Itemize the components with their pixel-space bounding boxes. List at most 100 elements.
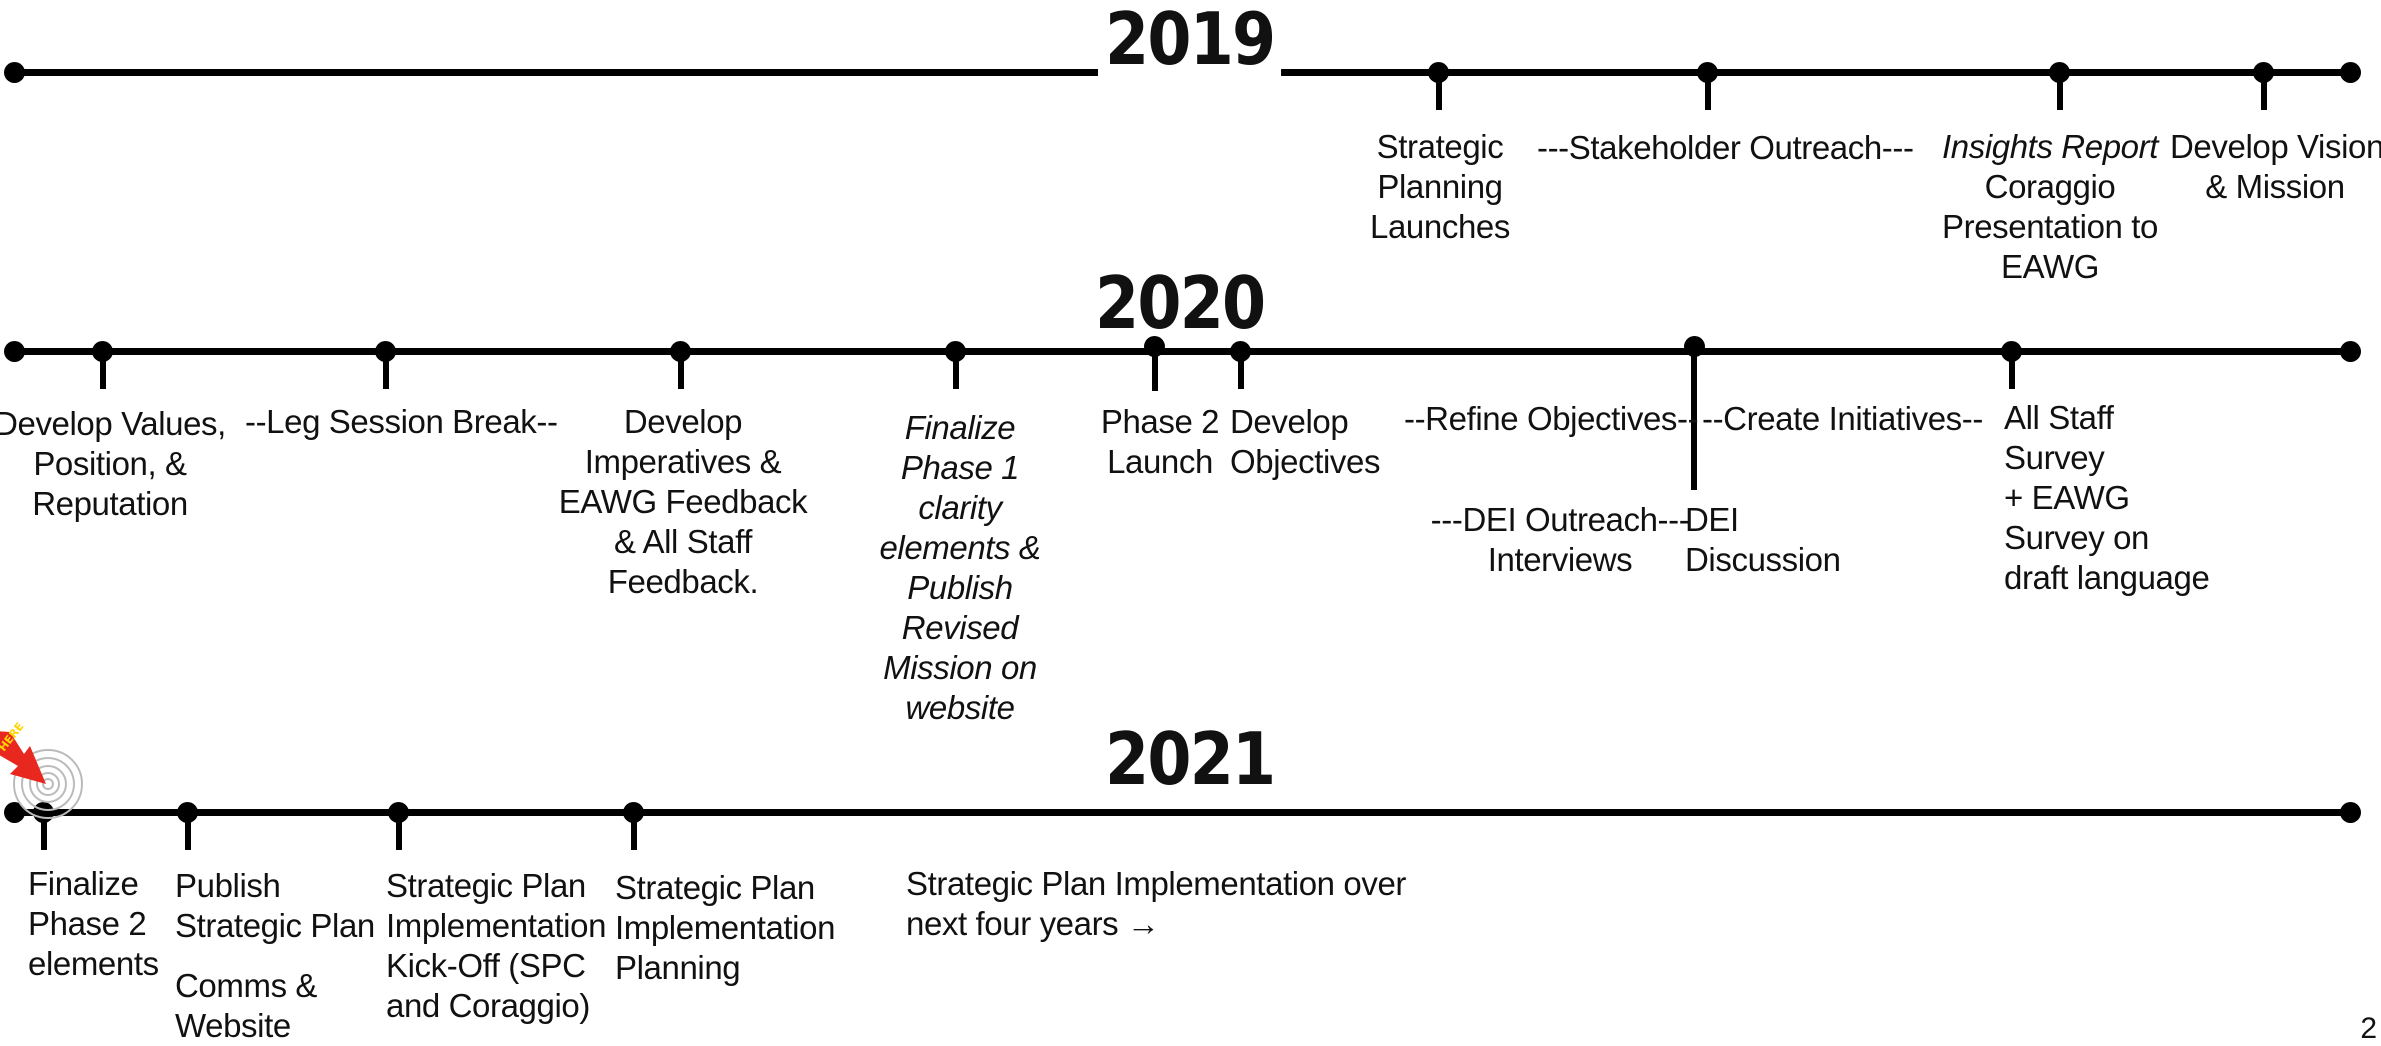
arrow-icon	[0, 731, 46, 784]
label-line: Strategic	[1376, 128, 1504, 165]
label-finalize-phase-1: Finalize Phase 1 clarity elements & Publ…	[860, 408, 1060, 728]
label-line: Coraggio	[1984, 168, 2116, 205]
label-line: EAWG	[2000, 248, 2099, 285]
label-line: Launches	[1370, 208, 1510, 245]
label-line: and Coraggio)	[386, 987, 590, 1024]
label-line: Survey on	[2004, 519, 2149, 556]
label-line: Strategic Plan	[386, 867, 586, 904]
label-publish-strategic-plan: Publish Strategic Plan	[175, 866, 375, 946]
label-finalize-phase-2: Finalize Phase 2 elements	[28, 864, 159, 984]
label-line: Objectives	[1230, 443, 1381, 480]
milestone-stem	[396, 812, 402, 850]
label-phase-2-launch: Phase 2 Launch	[1095, 402, 1225, 482]
milestone-stem	[185, 812, 191, 850]
target-icon	[13, 749, 83, 819]
timeline-2021-start-dot	[4, 802, 25, 823]
label-line: clarity	[918, 489, 1002, 526]
label-line: Phase 2	[28, 905, 147, 942]
milestone-stem	[953, 351, 959, 389]
you-are-here-marker: HERE	[0, 720, 83, 819]
label-create-initiatives: --Create Initiatives--	[1702, 400, 1983, 437]
label-line: website	[905, 689, 1015, 726]
label-refine-objectives: --Refine Objectives--	[1404, 400, 1699, 437]
milestone-stem	[1691, 346, 1697, 490]
label-dei-discussion: DEI Discussion	[1685, 500, 1841, 580]
timeline-2020-start-dot	[4, 341, 25, 362]
label-line: Interviews	[1487, 541, 1633, 578]
label-strategic-planning-launches: Strategic Planning Launches	[1360, 127, 1520, 247]
label-line: + EAWG	[2004, 479, 2130, 516]
label-line: Website	[175, 1007, 291, 1044]
label-line: Discussion	[1685, 541, 1841, 578]
label-line: Publish	[907, 569, 1013, 606]
label-line: Phase 2	[1100, 403, 1220, 440]
label-line: Survey	[2004, 439, 2105, 476]
milestone-stem	[100, 351, 106, 389]
label-line: Implementation	[386, 907, 607, 944]
label-line: Mission on	[883, 649, 1037, 686]
page-number: 2	[2360, 1012, 2377, 1045]
milestone-stem	[41, 812, 47, 850]
label-line: EAWG Feedback	[558, 483, 808, 520]
timeline-2021-line	[14, 809, 2351, 816]
label-develop-objectives: Develop Objectives	[1230, 402, 1380, 482]
label-line: Kick-Off (SPC	[386, 947, 586, 984]
label-implementation-kickoff: Strategic Plan Implementation Kick-Off (…	[386, 866, 606, 1026]
label-line: Comms &	[175, 967, 318, 1004]
milestone-stem	[1436, 72, 1442, 110]
label-line: next four years →	[906, 905, 1160, 942]
milestone-stem	[2057, 72, 2063, 110]
label-implementation-four-years: Strategic Plan Implementation over next …	[906, 864, 1406, 944]
label-stakeholder-outreach: ---Stakeholder Outreach---	[1537, 129, 1914, 166]
label-line: Finalize	[28, 865, 139, 902]
label-line: Strategic Plan Implementation over	[906, 865, 1406, 902]
label-line: Launch	[1107, 443, 1213, 480]
year-heading-2019: 2019	[1098, 0, 1282, 79]
label-line: Planning	[615, 949, 741, 986]
label-line: Imperatives &	[584, 443, 782, 480]
timeline-2021-end-dot	[2340, 802, 2361, 823]
timeline-2020-line	[14, 348, 2351, 355]
label-line: Position, &	[33, 445, 187, 482]
label-leg-session-break: --Leg Session Break--	[245, 403, 558, 440]
label-comms-website: Comms & Website	[175, 966, 317, 1046]
label-line: Feedback.	[607, 563, 759, 600]
timeline-2019-end-dot	[2340, 62, 2361, 83]
label-line: Revised	[901, 609, 1019, 646]
label-line: DEI	[1685, 501, 1739, 538]
label-develop-values: Develop Values, Position, & Reputation	[0, 404, 226, 524]
timeline-2019-start-dot	[4, 62, 25, 83]
label-line: Develop Vision	[2170, 128, 2381, 165]
year-heading-2020: 2020	[1088, 263, 1272, 343]
label-line: Insights Report	[1942, 128, 2158, 165]
label-line: & Mission	[2205, 168, 2345, 205]
label-line: Develop Values,	[0, 405, 226, 442]
milestone-stem	[631, 812, 637, 850]
label-line: draft language	[2004, 559, 2210, 596]
milestone-stem	[678, 351, 684, 389]
timeline-2020-end-dot	[2340, 341, 2361, 362]
label-line: Strategic Plan	[615, 869, 815, 906]
milestone-stem	[2009, 351, 2015, 389]
label-line: & All Staff	[613, 523, 753, 560]
milestone-stem	[2261, 72, 2267, 110]
label-line: Develop	[623, 403, 743, 440]
label-line: elements	[28, 945, 159, 982]
milestone-stem	[1152, 346, 1158, 391]
milestone-stem	[383, 351, 389, 389]
label-line: Phase 1	[900, 449, 1020, 486]
label-line: All Staff	[2004, 399, 2114, 436]
label-insights-report: Insights Report Coraggio Presentation to…	[1940, 127, 2160, 287]
label-line: Publish	[175, 867, 281, 904]
label-develop-vision-mission: Develop Vision & Mission	[2170, 127, 2381, 207]
milestone-stem	[1238, 351, 1244, 389]
label-line: Planning	[1377, 168, 1503, 205]
label-line: ---DEI Outreach---	[1430, 501, 1690, 538]
label-line: Finalize	[904, 409, 1016, 446]
label-line: Presentation to	[1942, 208, 2158, 245]
label-line: Reputation	[32, 485, 188, 522]
label-line: Develop	[1230, 403, 1349, 440]
label-line: Strategic Plan	[175, 907, 375, 944]
label-line: Implementation	[615, 909, 836, 946]
label-line: elements &	[879, 529, 1041, 566]
